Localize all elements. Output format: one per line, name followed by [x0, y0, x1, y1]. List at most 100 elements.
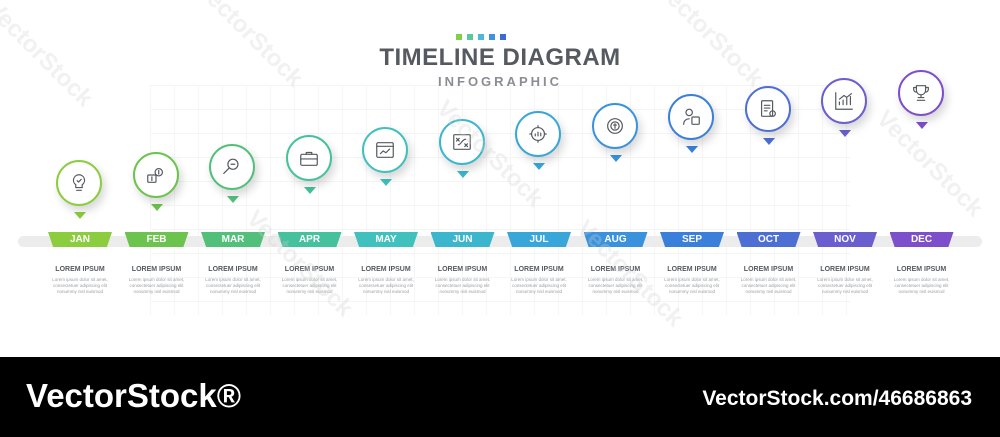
- month-circle: [591, 102, 638, 149]
- pin-pointer: [456, 171, 469, 178]
- pin-pointer: [150, 203, 163, 211]
- footer-reference: VectorStock.com/46686863: [702, 387, 972, 410]
- gear-chart-icon: [529, 124, 547, 143]
- description-title: LOREM IPSUM: [743, 266, 794, 273]
- month-marker-sep: [668, 94, 716, 154]
- description-text: Lorem ipsum dolor sit amet, consectetuer…: [664, 277, 720, 294]
- color-dots: [456, 34, 506, 40]
- description-title: LOREM IPSUM: [208, 266, 258, 273]
- month-label: OCT: [736, 232, 801, 247]
- description-title: LOREM IPSUM: [361, 266, 411, 273]
- month-marker-jun: [438, 119, 487, 178]
- color-dot: [500, 34, 506, 40]
- pin-pointer: [380, 179, 392, 187]
- description-text: Lorem ipsum dolor sit amet, consectetuer…: [281, 277, 338, 294]
- month-circle: [209, 143, 255, 190]
- month-description: LOREM IPSUM Lorem ipsum dolor sit amet, c…: [584, 265, 648, 295]
- month-label: JUN: [430, 232, 495, 247]
- month-label: MAY: [354, 232, 418, 247]
- diagram-title: TIMELINE DIAGRAM: [379, 44, 621, 71]
- growth-chart-icon: [835, 92, 853, 110]
- month-marker-oct: [744, 86, 793, 146]
- description-title: LOREM IPSUM: [514, 266, 564, 273]
- lightbulb-icon: [72, 174, 86, 191]
- description-text: Lorem ipsum dolor sit amet, consectetuer…: [817, 277, 873, 294]
- month-circle: [56, 160, 102, 206]
- description-text: Lorem ipsum dolor sit amet, consectetuer…: [128, 277, 185, 294]
- infographic-canvas: TIMELINE DIAGRAM INFOGRAPHIC JAN LOREM IP…: [0, 0, 989, 333]
- description-title: LOREM IPSUM: [590, 266, 641, 273]
- month-label: NOV: [813, 232, 877, 247]
- description-text: Lorem ipsum dolor sit amet, consectetuer…: [358, 277, 414, 294]
- pin-pointer: [609, 154, 622, 162]
- description-title: LOREM IPSUM: [131, 266, 182, 273]
- month-label: FEB: [124, 232, 189, 247]
- color-dot: [478, 34, 484, 40]
- briefcase-icon: [299, 152, 318, 167]
- month-circle: [744, 86, 791, 133]
- month-label: SEP: [660, 232, 724, 247]
- month-description: LOREM IPSUM Lorem ipsum dolor sit amet, c…: [507, 265, 571, 295]
- browser-chart-icon: [376, 142, 394, 159]
- description-title: LOREM IPSUM: [55, 266, 105, 273]
- magnifier-icon: [223, 158, 239, 174]
- description-text: Lorem ipsum dolor sit amet, consectetuer…: [434, 277, 491, 294]
- month-circle: [515, 110, 561, 157]
- month-label: JAN: [48, 232, 112, 247]
- month-label: AUG: [583, 232, 648, 247]
- month-description: LOREM IPSUM Lorem ipsum dolor sit amet, c…: [278, 265, 342, 295]
- month-circle: [438, 119, 485, 165]
- month-circle: [362, 127, 408, 174]
- pin-pointer: [839, 130, 851, 137]
- description-text: Lorem ipsum dolor sit amet, consectetuer…: [740, 277, 797, 294]
- pin-pointer: [686, 146, 698, 154]
- month-circle: [285, 135, 332, 182]
- color-dot: [456, 34, 462, 40]
- businessman-icon: [683, 109, 700, 126]
- month-marker-jan: [56, 160, 104, 219]
- month-circle: [821, 78, 867, 124]
- month-description: LOREM IPSUM Lorem ipsum dolor sit amet, c…: [813, 265, 877, 295]
- month-description: LOREM IPSUM Lorem ipsum dolor sit amet, c…: [737, 265, 801, 295]
- description-text: Lorem ipsum dolor sit amet, consectetuer…: [511, 277, 567, 294]
- pin-pointer: [227, 195, 239, 203]
- month-label: DEC: [889, 232, 954, 247]
- month-circle: [897, 69, 944, 116]
- month-description: LOREM IPSUM Lorem ipsum dolor sit amet, c…: [354, 265, 418, 295]
- month-marker-aug: [591, 102, 640, 162]
- description-title: LOREM IPSUM: [437, 266, 488, 273]
- month-description: LOREM IPSUM Lorem ipsum dolor sit amet, c…: [431, 265, 495, 295]
- pin-pointer: [74, 212, 86, 219]
- strategy-map-icon: [452, 134, 471, 150]
- month-marker-dec: [897, 69, 946, 129]
- month-marker-mar: [209, 143, 257, 203]
- month-marker-may: [362, 127, 410, 187]
- month-marker-nov: [821, 78, 869, 137]
- pin-pointer: [915, 121, 928, 129]
- document-icon: [760, 100, 776, 118]
- money-icon: [146, 167, 163, 183]
- description-text: Lorem ipsum dolor sit amet, consectetuer…: [205, 277, 261, 294]
- footer-brand: VectorStock®: [26, 377, 242, 414]
- month-label: APR: [277, 232, 342, 247]
- month-description: LOREM IPSUM Lorem ipsum dolor sit amet, c…: [201, 265, 265, 295]
- month-label: MAR: [201, 232, 265, 247]
- description-title: LOREM IPSUM: [820, 266, 870, 273]
- month-marker-jul: [515, 110, 563, 170]
- pin-pointer: [303, 187, 316, 195]
- color-dot: [467, 34, 473, 40]
- timeline-track: [18, 236, 982, 247]
- month-marker-apr: [285, 135, 334, 195]
- description-text: Lorem ipsum dolor sit amet, consectetuer…: [587, 277, 644, 294]
- description-title: LOREM IPSUM: [284, 266, 335, 273]
- month-label: JUL: [507, 232, 571, 247]
- diagram-subtitle: INFOGRAPHIC: [438, 74, 562, 89]
- dollar-target-icon: [606, 117, 623, 134]
- month-circle: [132, 151, 179, 198]
- month-marker-feb: [132, 151, 181, 211]
- description-text: Lorem ipsum dolor sit amet, consectetuer…: [893, 277, 950, 294]
- pin-pointer: [533, 162, 545, 170]
- pin-pointer: [762, 138, 775, 146]
